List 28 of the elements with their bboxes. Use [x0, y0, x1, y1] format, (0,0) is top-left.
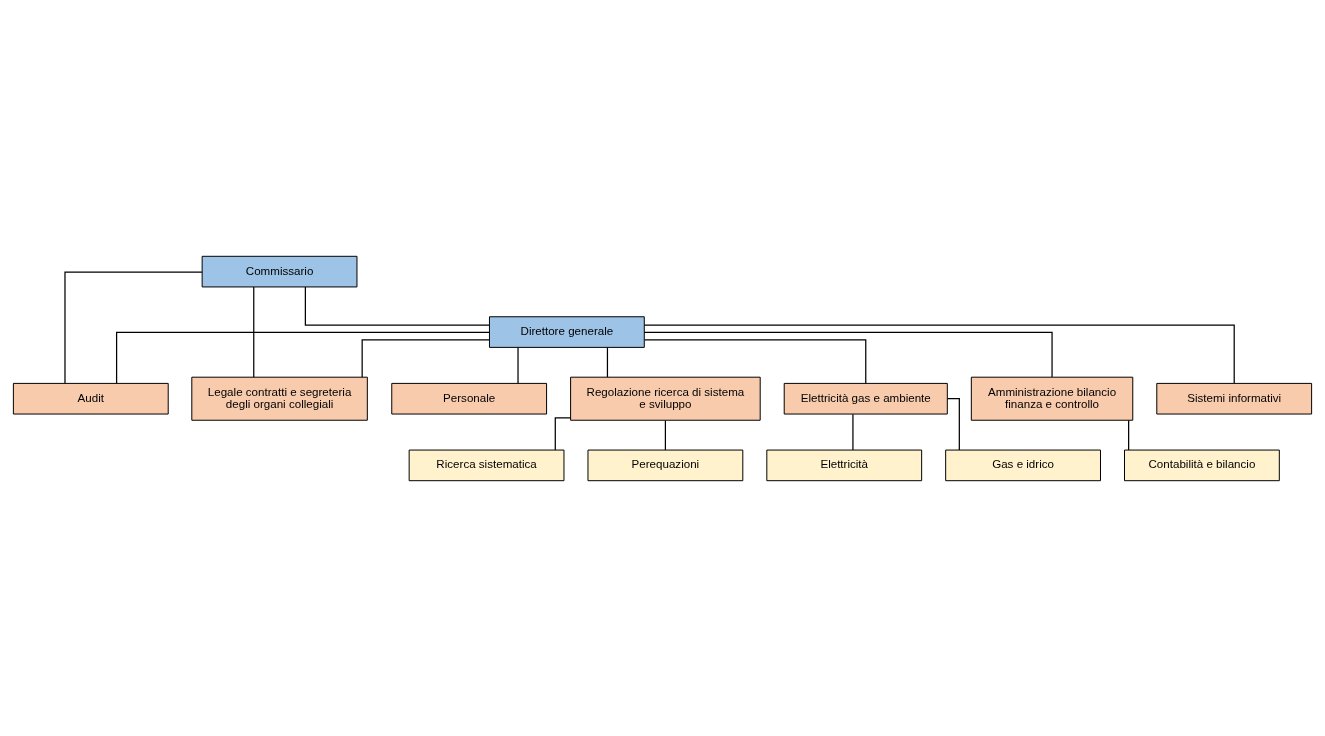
connector — [304, 285, 490, 326]
connector — [644, 338, 867, 384]
connector — [64, 270, 203, 384]
connector — [946, 397, 960, 451]
connector — [1128, 419, 1130, 451]
node-box: Ricerca sistematica — [408, 449, 565, 481]
connector — [517, 346, 519, 384]
node-box: Direttore generale — [488, 315, 645, 348]
node-box: Gas e idrico — [945, 449, 1101, 481]
node-box: Personale — [391, 382, 548, 415]
node-box: Elettricità — [766, 449, 923, 481]
node-box: Elettricità gas e ambiente — [783, 382, 948, 415]
connector — [643, 331, 1053, 378]
node-box: Sistemi informativi — [1156, 382, 1313, 415]
node-box: Perequazioni — [587, 449, 744, 481]
connector — [664, 419, 666, 451]
node-box: Regolazione ricerca di sistema e sviluppo — [570, 376, 761, 421]
node-box: Audit — [12, 382, 169, 415]
node-box: Contabilità e bilancio — [1124, 449, 1280, 481]
node-box: Commissario — [201, 255, 358, 287]
connector — [253, 285, 255, 378]
connector — [643, 323, 1235, 384]
node-box: Amministrazione bilancio finanza e controllo — [970, 376, 1134, 421]
connector — [852, 413, 854, 451]
connector — [606, 346, 609, 378]
connector — [361, 338, 490, 378]
connector — [115, 331, 490, 384]
node-box: Legale contratti e segreteria degli organi collegiali — [191, 376, 368, 421]
